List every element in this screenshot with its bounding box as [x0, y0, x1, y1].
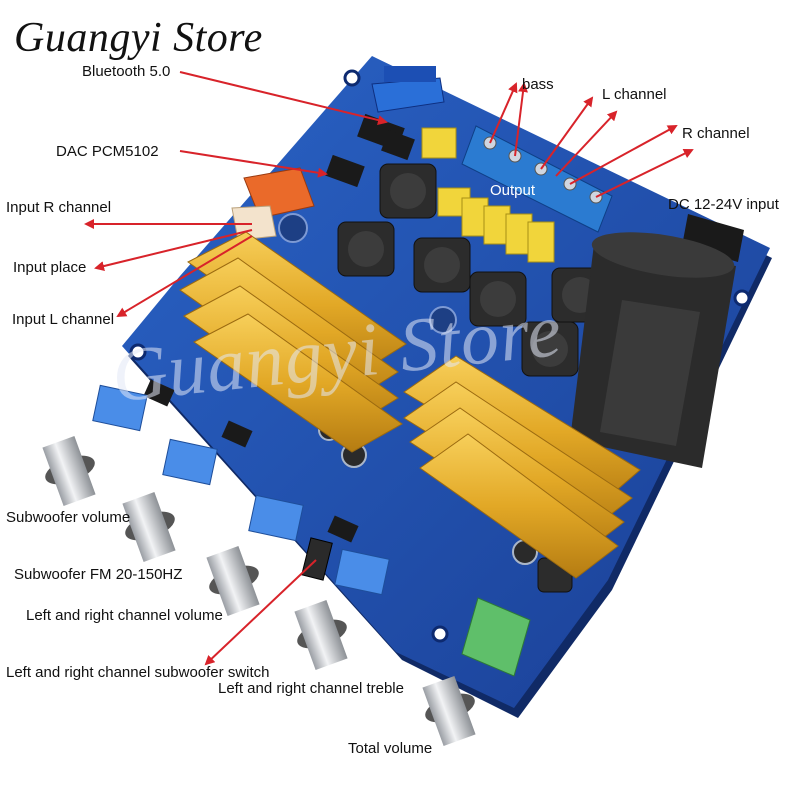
- label-l-channel: L channel: [602, 86, 667, 103]
- arrow-input-place: [94, 229, 253, 271]
- annotation-arrows: [84, 71, 694, 666]
- label-subwoofer-fm: Subwoofer FM 20-150HZ: [14, 566, 183, 583]
- chip: [325, 154, 365, 188]
- output-terminal-block: [461, 125, 613, 233]
- large-capacitor-top: [591, 232, 735, 278]
- inductor-core: [348, 231, 384, 267]
- arrow-l-a: [540, 96, 594, 170]
- chip: [381, 129, 415, 161]
- arrow-input-l: [116, 235, 253, 318]
- label-dc-input: DC 12-24V input: [668, 196, 779, 213]
- fm-potentiometer-body: [162, 438, 218, 486]
- label-input-r: Input R channel: [6, 199, 112, 216]
- chip: [327, 515, 359, 543]
- arrow-bluetooth: [179, 71, 388, 125]
- arrow-r-a: [569, 125, 678, 185]
- chip: [221, 420, 253, 448]
- arrow-l-b: [555, 110, 618, 177]
- right-heatsink: [403, 355, 641, 579]
- green-connector: [461, 597, 531, 677]
- mount-hole: [733, 289, 751, 307]
- arrow-bass-b: [514, 82, 528, 157]
- inductor-core: [424, 247, 460, 283]
- label-bass: bass: [522, 76, 554, 93]
- mount-hole: [129, 343, 147, 361]
- knob-volume: [206, 546, 260, 616]
- label-input-l: Input L channel: [12, 311, 115, 328]
- orange-relay: [243, 167, 315, 219]
- label-subwoofer-volume: Subwoofer volume: [6, 509, 131, 526]
- yellow-capacitor: [421, 127, 457, 159]
- chip: [143, 379, 175, 407]
- knob-bass: [42, 436, 96, 506]
- knob-fm: [122, 492, 176, 562]
- bluetooth-antenna: [384, 66, 436, 82]
- label-lr-treble: Left and right channel treble: [218, 680, 404, 697]
- label-r-channel: R channel: [682, 125, 750, 142]
- label-lr-volume: Left and right channel volume: [26, 607, 223, 624]
- volume-potentiometer-body: [248, 494, 304, 542]
- arrow-dac: [179, 150, 328, 178]
- bass-potentiometer-body: [92, 384, 148, 432]
- label-dac: DAC PCM5102: [56, 143, 159, 160]
- treble-potentiometer-body: [334, 548, 390, 596]
- capacitor: [278, 213, 308, 243]
- label-total-volume: Total volume: [348, 740, 433, 757]
- arrow-bass-a: [489, 82, 518, 144]
- label-bluetooth: Bluetooth 5.0: [82, 63, 171, 80]
- output-label: Output: [490, 182, 536, 199]
- yellow-capacitor: [527, 221, 555, 263]
- mount-hole: [431, 625, 449, 643]
- capacitor-sleeve-highlight: [600, 300, 700, 446]
- mount-hole: [343, 69, 361, 87]
- store-title: Guangyi Store: [14, 15, 263, 61]
- inductor-core: [480, 281, 516, 317]
- left-heatsink: [179, 231, 407, 453]
- knob-total-volume: [422, 676, 476, 746]
- inductor-core: [532, 331, 568, 367]
- label-subwoofer-switch: Left and right channel subwoofer switch: [6, 664, 270, 681]
- capacitor: [429, 306, 457, 334]
- arrow-subwoofer-switch: [204, 559, 317, 666]
- knob-treble: [294, 600, 348, 670]
- arrow-r-b: [595, 149, 694, 198]
- inductor-core: [390, 173, 426, 209]
- subwoofer-switch: [301, 537, 333, 581]
- label-input-place: Input place: [13, 259, 87, 276]
